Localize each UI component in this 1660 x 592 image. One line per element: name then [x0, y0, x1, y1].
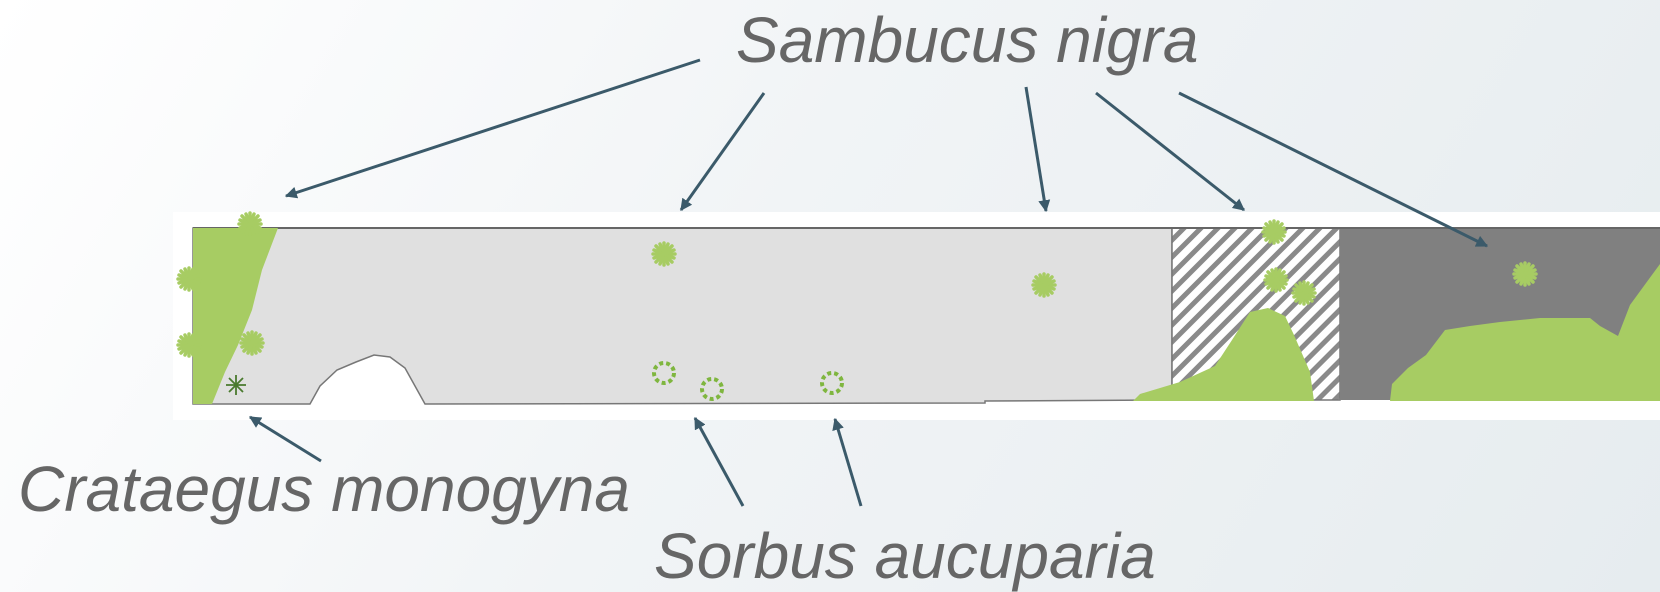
sorbus-ring — [652, 361, 676, 385]
sambucus-star — [239, 330, 265, 356]
label-crataegus-monogyna: Crataegus monogyna — [18, 453, 630, 525]
sambucus-star — [176, 332, 202, 358]
annotation-arrows — [248, 58, 1489, 507]
vegetation-mound-hatched — [1133, 308, 1314, 401]
sambucus-star — [651, 241, 677, 267]
light-section — [192, 227, 1173, 405]
arrow-sambucus-4 — [1095, 91, 1245, 212]
sambucus-star — [1263, 267, 1289, 293]
arrow-crataegus — [248, 415, 322, 463]
sorbus-symbols — [652, 361, 844, 401]
arrow-sorbus-2 — [832, 417, 863, 507]
arrow-sambucus-2 — [679, 92, 766, 211]
sambucus-star — [237, 211, 263, 237]
sambucus-star — [176, 266, 202, 292]
arrow-sorbus-1 — [693, 416, 745, 507]
crataegus-hedge — [193, 228, 278, 404]
label-sorbus-aucuparia: Sorbus aucuparia — [654, 520, 1156, 592]
sambucus-star — [1031, 272, 1057, 298]
sambucus-star — [1291, 280, 1317, 306]
sorbus-ring — [700, 377, 724, 401]
arrow-sambucus-3 — [1024, 86, 1051, 213]
sambucus-star — [1261, 219, 1287, 245]
label-sambucus-nigra: Sambucus nigra — [736, 4, 1199, 76]
vegetation-canopy-dark — [1390, 264, 1660, 401]
arrow-sambucus-1 — [284, 58, 701, 199]
sambucus-star — [1512, 261, 1538, 287]
crataegus-symbol — [226, 375, 246, 395]
sorbus-ring — [820, 371, 844, 395]
arrow-sambucus-5 — [1178, 91, 1489, 248]
